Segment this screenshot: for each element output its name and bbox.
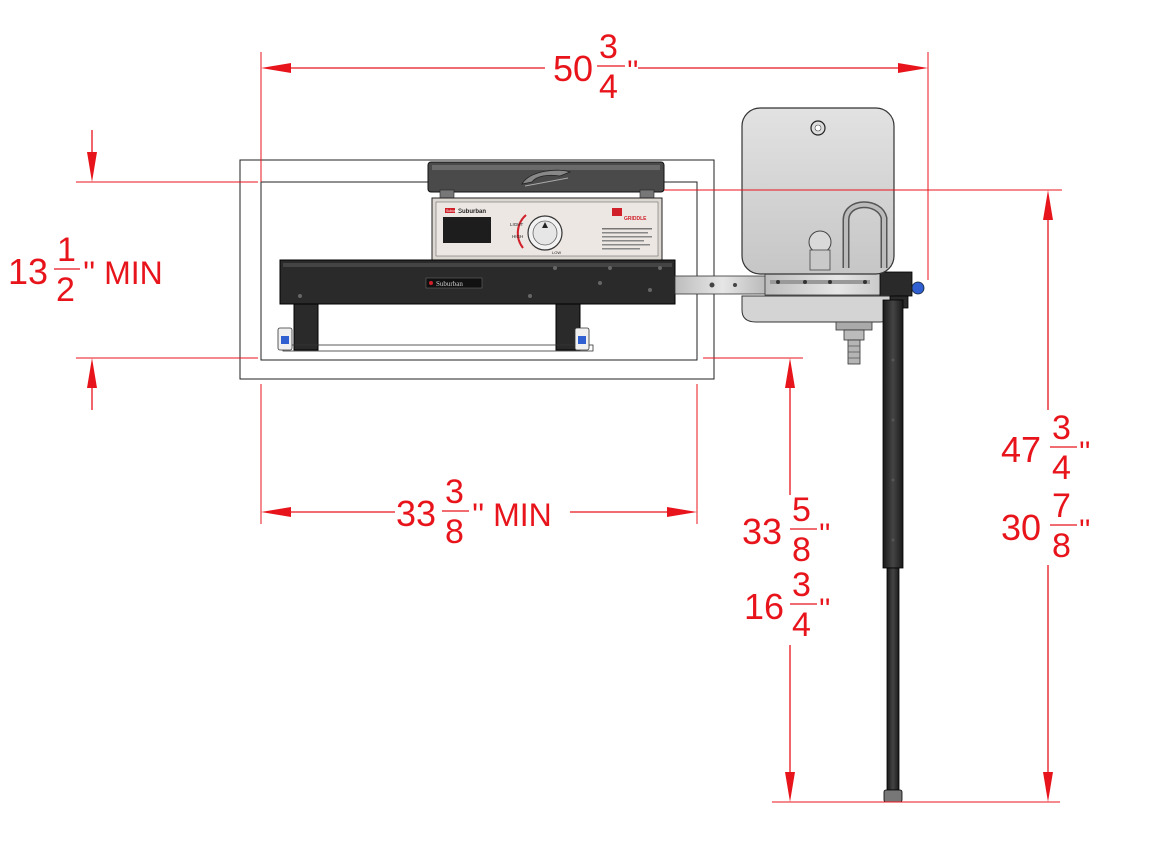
mounting-rail: Suburban xyxy=(277,259,676,352)
leg-height-max-suffix: '' xyxy=(819,518,830,551)
total-height-max-suffix: '' xyxy=(1079,436,1090,469)
total-height-min-suffix: '' xyxy=(1079,514,1090,547)
total-height-max-whole: 47 xyxy=(1001,429,1041,470)
overall-width-numerator: 3 xyxy=(599,28,618,66)
cutout-width-denominator: 8 xyxy=(445,513,464,551)
cutout-height-suffix: '' MIN xyxy=(83,255,163,291)
leg-height-max-whole: 33 xyxy=(742,511,782,552)
cutout-width-suffix: '' MIN xyxy=(472,497,552,533)
control-knob[interactable] xyxy=(527,215,563,251)
griddle-appliance: Suburban LIGHT HIGH LOW GRIDDLE xyxy=(427,161,665,261)
sink-unit xyxy=(741,107,895,365)
sink-drain-plug-icon xyxy=(810,120,826,136)
right-latch-icon[interactable] xyxy=(574,327,590,351)
control-panel-brand: Suburban xyxy=(458,209,486,215)
rail-brand-badge: Suburban xyxy=(436,280,463,288)
control-label-low: LOW xyxy=(552,250,561,255)
drain-fitting-icon xyxy=(835,321,873,365)
griddle-logo-icon xyxy=(521,169,572,187)
control-label-light: LIGHT xyxy=(510,222,524,227)
total-height-max-denominator: 4 xyxy=(1052,449,1071,487)
leg-height-min-numerator: 3 xyxy=(792,566,811,604)
leg-height-max-denominator: 8 xyxy=(792,531,811,569)
arm-lock-knob-icon[interactable] xyxy=(911,281,925,295)
total-height-max-numerator: 3 xyxy=(1052,409,1071,447)
dim-leg-height: 33 5 8 '' 16 3 4 '' xyxy=(703,357,1060,803)
left-latch-icon[interactable] xyxy=(277,327,293,351)
leg-height-min-whole: 16 xyxy=(744,586,784,627)
total-height-min-denominator: 8 xyxy=(1052,527,1071,565)
dim-cutout-height: 13 1 2 '' MIN xyxy=(8,130,258,410)
instruction-text-lines xyxy=(602,228,652,250)
cutout-height-denominator: 2 xyxy=(56,271,75,309)
control-label-high: HIGH xyxy=(512,234,523,239)
griddle-name: GRIDDLE xyxy=(624,216,647,222)
cutout-height-numerator: 1 xyxy=(57,231,76,269)
cutout-height-whole: 13 xyxy=(8,251,48,292)
leg-height-max-numerator: 5 xyxy=(792,491,811,529)
overall-width-suffix: '' xyxy=(627,55,638,88)
total-height-min-whole: 30 xyxy=(1001,507,1041,548)
faucet-icon xyxy=(808,201,888,271)
dim-overall-width: 50 3 4 '' xyxy=(260,28,929,280)
overall-width-denominator: 4 xyxy=(599,68,618,106)
cutout-width-numerator: 3 xyxy=(445,473,464,511)
slide-extension-arm xyxy=(674,271,925,297)
leg-height-min-denominator: 4 xyxy=(792,606,811,644)
dim-total-height: 47 3 4 '' 30 7 8 '' xyxy=(664,189,1090,802)
dim-cutout-width: 33 3 8 '' MIN xyxy=(260,384,698,551)
cutout-width-whole: 33 xyxy=(396,493,436,534)
leg-height-min-suffix: '' xyxy=(819,593,830,626)
brand-badge: Suburban xyxy=(446,209,461,213)
overall-width-whole: 50 xyxy=(553,48,593,89)
total-height-min-numerator: 7 xyxy=(1052,487,1071,525)
support-leg xyxy=(882,295,909,803)
